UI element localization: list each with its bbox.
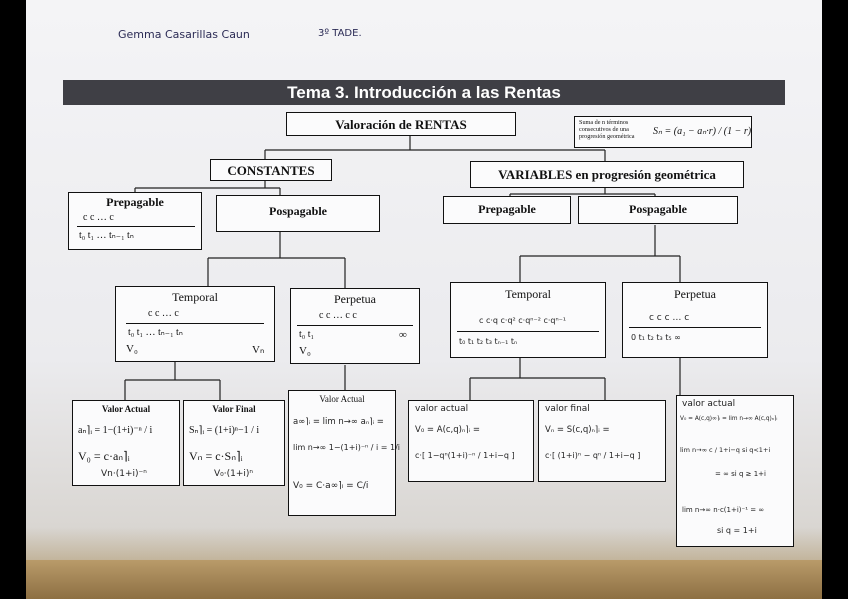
constantes-valor-actual-formula-2: V₀ = c·aₙ⌉ᵢ [78, 449, 130, 463]
variables-perpetua-valor-actual-formula-1: V₀ = A(c,q)∞⌉ᵢ = lim n→∞ A(c,q)ₙ⌉ᵢ [680, 416, 778, 422]
variables-perpetua-valor-actual-label: valor actual [682, 399, 736, 409]
variables-valor-final-node: valor final Vₙ = S(c,q)ₙ⌉ᵢ = c·[ (1+i)ⁿ … [538, 400, 666, 482]
variables-valor-actual-label: valor actual [415, 404, 469, 414]
variables-node: VARIABLES en progresión geométrica [470, 161, 744, 188]
constantes-valor-final-label: Valor Final [212, 404, 256, 414]
variables-temporal-times: t₀ t₁ t₂ t₃ tₙ₋₁ tₙ [459, 337, 518, 346]
geometric-sum-formula-box: Suma de n términos consecutivos de una p… [574, 116, 752, 148]
constantes-perpetua-valor-actual-formula-1: a∞⌉ᵢ = lim n→∞ aₙ⌉ᵢ = [293, 417, 384, 427]
variables-valor-final-formula-2: c·[ (1+i)ⁿ − qⁿ / 1+i−q ] [545, 451, 641, 460]
variables-perpetua-valor-actual-node: valor actual V₀ = A(c,q)∞⌉ᵢ = lim n→∞ A(… [676, 395, 794, 547]
wooden-table [26, 560, 822, 599]
course-label: 3º TADE. [318, 28, 362, 39]
constantes-perpetua-v0: V₀ [299, 345, 311, 357]
constantes-pospagable-node: Pospagable [216, 195, 380, 232]
constantes-temporal-node: Temporal c c … c t₀ t₁ … tₙ₋₁ tₙ V₀ Vₙ [115, 286, 275, 362]
constantes-label: CONSTANTES [227, 163, 315, 178]
constantes-valor-final-node: Valor Final Sₙ⌉ᵢ = (1+i)ⁿ−1 / i Vₙ = c·S… [183, 400, 285, 486]
constantes-perpetua-valor-actual-node: Valor Actual a∞⌉ᵢ = lim n→∞ aₙ⌉ᵢ = lim n… [288, 390, 400, 516]
constantes-perpetua-valor-actual-formula-3: V₀ = C·a∞⌉ᵢ = C/i [293, 481, 369, 491]
variables-valor-actual-formula-1: V₀ = A(c,q)ₙ⌉ᵢ = [415, 425, 481, 435]
constantes-perpetua-node: Perpetua c c … c c t₀ t₁ ∞ V₀ [290, 288, 420, 364]
constantes-perpetua-label: Perpetua [334, 292, 376, 306]
constantes-valor-actual-formula-1: aₙ⌉ᵢ = 1−(1+i)⁻ⁿ / i [78, 425, 153, 436]
constantes-prepagable-label: Prepagable [106, 195, 164, 209]
constantes-node: CONSTANTES [210, 159, 332, 181]
constantes-valor-actual-node: Valor Actual aₙ⌉ᵢ = 1−(1+i)⁻ⁿ / i V₀ = c… [72, 400, 180, 486]
root-node: Valoración de RENTAS [286, 112, 516, 136]
page-title: Tema 3. Introducción a las Rentas [63, 80, 785, 105]
variables-pospagable-node: Pospagable [578, 196, 738, 224]
constantes-perpetua-times: t₀ t₁ [299, 329, 315, 340]
constantes-prepagable-node: Prepagable c c … c t₀ t₁ … tₙ₋₁ tₙ [68, 192, 202, 250]
root-label: Valoración de RENTAS [335, 117, 467, 132]
constantes-temporal-vn: Vₙ [252, 344, 265, 356]
geometric-sum-formula: Sₙ = (a₁ − aₙ·r) / (1 − r) [653, 126, 752, 137]
constantes-valor-final-formula-2: Vₙ = c·Sₙ⌉ᵢ [189, 449, 243, 463]
geometric-sum-description: Suma de n términos consecutivos de una p… [579, 119, 635, 140]
constantes-prepagable-flows: c c … c [83, 212, 114, 223]
variables-temporal-flows: c c·q c·q² c·qⁿ⁻² c·qⁿ⁻¹ [479, 316, 567, 325]
student-name: Gemma Casarillas Caun [118, 28, 250, 41]
variables-prepagable-node: Prepagable [443, 196, 571, 224]
constantes-valor-final-formula-3: V₀·(1+i)ⁿ [214, 469, 254, 479]
variables-pospagable-label: Pospagable [628, 202, 687, 216]
variables-perpetua-node: Perpetua c c c … c 0 t₁ t₂ t₃ t₅ ∞ [622, 282, 768, 358]
variables-temporal-node: Temporal c c·q c·q² c·qⁿ⁻² c·qⁿ⁻¹ t₀ t₁ … [450, 282, 606, 358]
variables-label: VARIABLES en progresión geométrica [498, 167, 716, 182]
constantes-valor-final-formula-1: Sₙ⌉ᵢ = (1+i)ⁿ−1 / i [189, 425, 260, 436]
constantes-temporal-label: Temporal [172, 290, 218, 304]
variables-prepagable-label: Prepagable [478, 202, 536, 216]
variables-valor-actual-formula-2: c·[ 1−qⁿ(1+i)⁻ⁿ / 1+i−q ] [415, 451, 515, 460]
variables-perpetua-valor-actual-formula-5: si q = 1+i [717, 526, 757, 535]
variables-temporal-label: Temporal [505, 287, 551, 301]
constantes-perpetua-valor-actual-label: Valor Actual [319, 394, 365, 404]
constantes-prepagable-times: t₀ t₁ … tₙ₋₁ tₙ [79, 230, 134, 241]
constantes-temporal-v0: V₀ [126, 343, 138, 355]
variables-valor-final-formula-1: Vₙ = S(c,q)ₙ⌉ᵢ = [545, 425, 610, 435]
constantes-perpetua-flows: c c … c c [319, 310, 357, 321]
variables-perpetua-label: Perpetua [674, 287, 716, 301]
constantes-perpetua-infinity: ∞ [399, 329, 407, 341]
variables-perpetua-times: 0 t₁ t₂ t₃ t₅ ∞ [631, 333, 681, 342]
variables-perpetua-valor-actual-formula-3: = ∞ si q ≥ 1+i [715, 470, 766, 478]
constantes-valor-actual-formula-3: Vn·(1+i)⁻ⁿ [101, 469, 147, 479]
variables-perpetua-valor-actual-formula-2: lim n→∞ c / 1+i−q si q<1+i [680, 446, 771, 454]
constantes-temporal-times: t₀ t₁ … tₙ₋₁ tₙ [128, 327, 183, 338]
variables-perpetua-valor-actual-formula-4: lim n→∞ n·c(1+i)⁻¹ = ∞ [682, 506, 765, 514]
variables-valor-actual-node: valor actual V₀ = A(c,q)ₙ⌉ᵢ = c·[ 1−qⁿ(1… [408, 400, 534, 482]
constantes-valor-actual-label: Valor Actual [101, 404, 151, 414]
variables-valor-final-label: valor final [545, 404, 590, 414]
constantes-temporal-flows: c c … c [148, 308, 179, 319]
constantes-pospagable-label: Pospagable [268, 204, 327, 218]
constantes-perpetua-valor-actual-formula-2: lim n→∞ 1−(1+i)⁻ⁿ / i = 1/i [293, 443, 401, 452]
variables-perpetua-flows: c c c … c [649, 313, 690, 323]
